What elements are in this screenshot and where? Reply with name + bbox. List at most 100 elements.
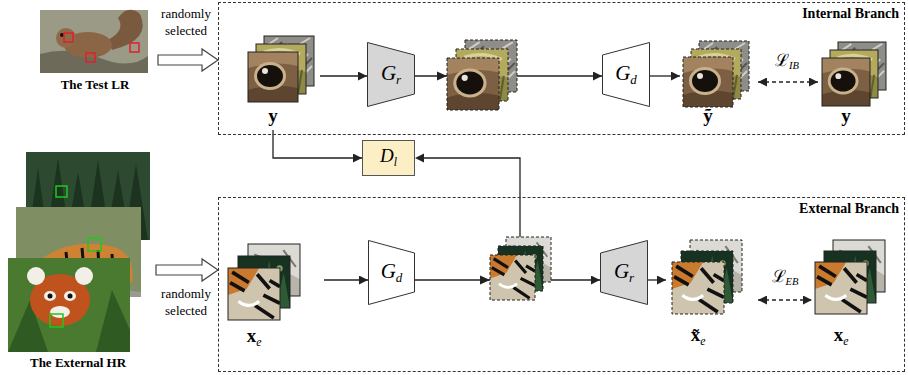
output-patch-stack	[683, 57, 733, 107]
test-lr-image	[108, 10, 143, 50]
subscript: r	[396, 72, 401, 87]
trapezoid-shape	[601, 241, 648, 305]
input-patch-stack	[248, 52, 298, 102]
math-symbol: Gd	[381, 260, 403, 285]
output-patch-stack	[672, 240, 742, 314]
generator-block: Gr	[367, 42, 415, 107]
text-run: G	[381, 61, 396, 85]
branch-box: yGrGdỹyInternal Branch	[218, 2, 905, 135]
external-image-node: The External HR	[6, 150, 156, 372]
external-hr-images	[50, 306, 70, 318]
output-patch-stack	[672, 262, 724, 314]
target-patch-stack	[822, 58, 870, 106]
external-hr-images	[8, 152, 150, 352]
trapezoid-shape	[368, 43, 415, 107]
test-lr-image	[40, 10, 148, 73]
math-symbol: Gr	[381, 62, 401, 87]
branch-title: External Branch	[799, 201, 899, 216]
subscript: e	[700, 335, 705, 348]
subscript: IB	[789, 60, 799, 71]
external-hr-images	[56, 186, 67, 197]
math-symbol: y	[268, 106, 278, 127]
test-lr-image	[40, 10, 148, 73]
text-run: External Branch	[799, 201, 899, 216]
subscript: d	[396, 270, 403, 285]
flow-arrow	[324, 279, 368, 280]
hollow-arrow	[156, 259, 218, 281]
text-run: The Test LR	[61, 77, 130, 92]
generator-block: Gd	[368, 240, 415, 305]
patch-stack-node: y	[244, 30, 320, 130]
text-run: randomly selected	[161, 286, 211, 318]
intermediate-patch-stack	[480, 237, 551, 300]
external-hr-images	[68, 294, 73, 299]
text-run: y	[841, 105, 851, 126]
math-symbol: x̃e	[691, 325, 706, 348]
text-run: x	[834, 324, 844, 345]
flow-arrow	[648, 279, 666, 280]
test-image-node: The Test LR	[34, 6, 158, 96]
target-patch-stack	[822, 58, 870, 106]
text-run: The External HR	[30, 355, 126, 370]
subscript: d	[630, 72, 637, 87]
output-patch-stack	[672, 262, 724, 314]
external-hr-images	[64, 291, 76, 301]
test-lr-image	[86, 53, 95, 62]
target-patch-stack	[815, 262, 867, 314]
text-run: x	[247, 325, 257, 346]
edge-label: randomly selected	[154, 286, 218, 320]
loss-arrow	[758, 299, 812, 300]
loss-label: ℒIB	[775, 52, 799, 72]
math-symbol: y	[841, 106, 851, 127]
math-symbol: xe	[834, 325, 849, 348]
loss-arrow	[758, 81, 818, 82]
math-symbol: ỹ	[703, 106, 713, 127]
feed-wire	[415, 154, 424, 163]
subscript: EB	[786, 276, 799, 287]
subscript: e	[843, 335, 848, 348]
input-patch-stack	[248, 36, 314, 102]
trapezoid-shape	[369, 241, 415, 305]
test-lr-image	[130, 43, 139, 52]
subscript: r	[629, 270, 634, 285]
intermediate-patch-stack	[490, 255, 535, 300]
patch-stack-node: xe	[812, 228, 902, 362]
external-hr-images	[50, 314, 63, 327]
output-patch-stack	[683, 41, 749, 107]
text-run: randomly selected	[161, 6, 211, 38]
loss-label: ℒEB	[772, 268, 799, 288]
text-run: D	[380, 145, 394, 166]
output-patch-stack	[683, 57, 733, 107]
patch-stack-node: ỹ	[680, 33, 758, 130]
text-run: Internal Branch	[802, 6, 899, 21]
math-symbol: Gr	[614, 260, 634, 285]
subscript: l	[394, 156, 397, 169]
intermediate-patch-stack	[447, 58, 499, 110]
math-symbol: Dl	[380, 146, 397, 169]
input-patch-stack	[228, 244, 300, 320]
input-patch-stack	[228, 268, 280, 320]
test-lr-image	[64, 33, 73, 42]
test-lr-image	[56, 28, 76, 48]
target-patch-stack	[822, 42, 886, 106]
external-hr-images	[8, 258, 130, 352]
text-run: ℒ	[775, 51, 789, 70]
patch-stack-node: y	[818, 34, 896, 130]
branch-box: xeGdGrx̃exeExternal Branch	[218, 197, 905, 372]
trapezoid-shape	[603, 43, 650, 107]
generator-block: Gd	[602, 42, 650, 107]
intermediate-patch-stack	[437, 72, 447, 81]
text-run: ℒ	[772, 267, 786, 286]
intermediate-patch-stack	[490, 255, 535, 300]
generator-block: Gr	[600, 240, 648, 305]
text-run: y	[268, 105, 278, 126]
intermediate-patch-stack	[437, 40, 517, 110]
target-patch-stack	[815, 240, 885, 314]
image-caption: The Test LR	[61, 78, 130, 92]
target-patch-stack	[815, 262, 867, 314]
subscript: e	[256, 336, 261, 349]
